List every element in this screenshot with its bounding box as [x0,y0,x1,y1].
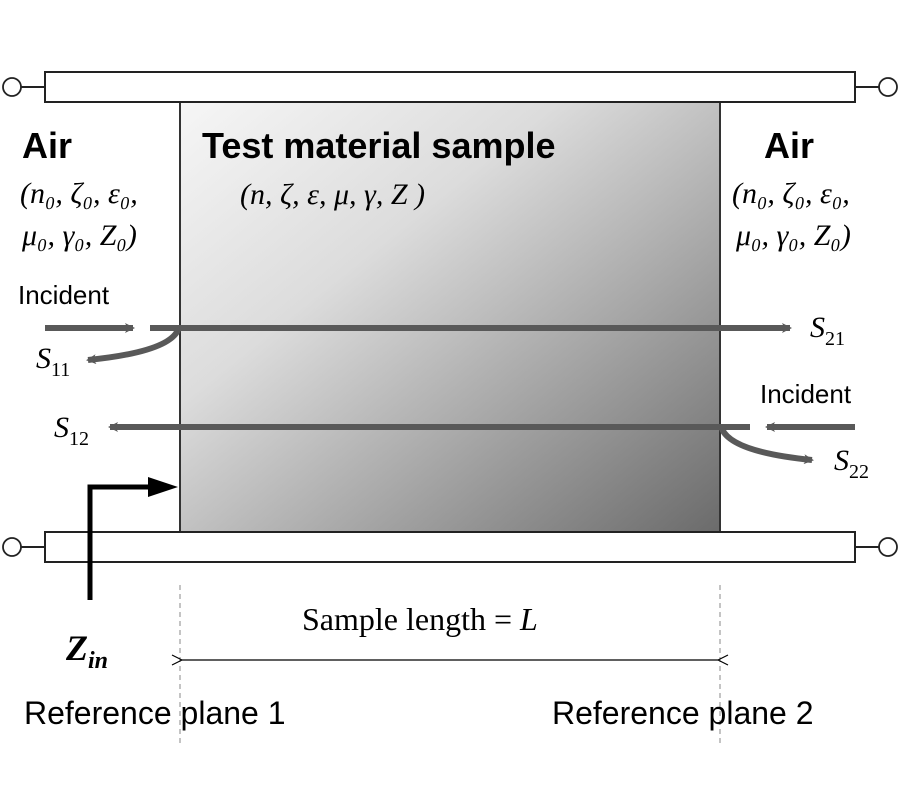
terminal-top-left-icon [2,77,22,97]
s22-reflection-arrow [719,427,814,465]
input-impedance-indicator: Zin [65,477,178,674]
top-conductor [2,71,898,103]
incident-left-label: Incident [18,280,110,310]
terminal-top-right-icon [878,77,898,97]
s11-label: S11 [36,342,70,381]
bottom-conductor [2,531,898,563]
zin-arrow [87,484,150,600]
right-air-params-line2: μ₀, γ₀, Z₀) [735,219,851,252]
zin-arrowhead-icon [148,477,178,497]
left-air-params-line1: (n₀, ζ₀, ε₀, [20,177,138,210]
test-material-sample [179,101,721,533]
s21-label: S21 [810,311,845,350]
sample-length-label: Sample length = L [302,601,538,637]
terminal-bottom-right-icon [878,537,898,557]
terminal-bottom-left-icon [2,537,22,557]
s11-reflection-arrow [86,328,181,365]
left-air-params-line2: μ₀, γ₀, Z₀) [21,219,137,252]
sample-params: (n, ζ, ε, μ, γ, Z ) [240,178,425,211]
signal-row-forward: Incident S11 S21 [18,280,845,381]
incident-right-label: Incident [760,379,852,409]
reference-plane-1-label: Reference plane 1 [24,695,286,731]
zin-label: Zin [65,628,108,674]
s22-label: S22 [834,444,869,483]
s11-subscript: 11 [51,359,70,381]
s21-subscript: 21 [825,328,845,350]
sample-length-variable: L [519,601,538,637]
right-air-title: Air [764,125,814,166]
signal-row-reverse: Incident S12 S22 [54,379,869,483]
s12-subscript: 12 [69,428,89,450]
reference-plane-2-label: Reference plane 2 [552,695,814,731]
s12-label: S12 [54,411,89,450]
sample-title: Test material sample [202,125,556,166]
zin-subscript: in [88,648,108,674]
s22-subscript: 22 [849,461,869,483]
left-air-title: Air [22,125,72,166]
right-air-params-line1: (n₀, ζ₀, ε₀, [732,177,850,210]
